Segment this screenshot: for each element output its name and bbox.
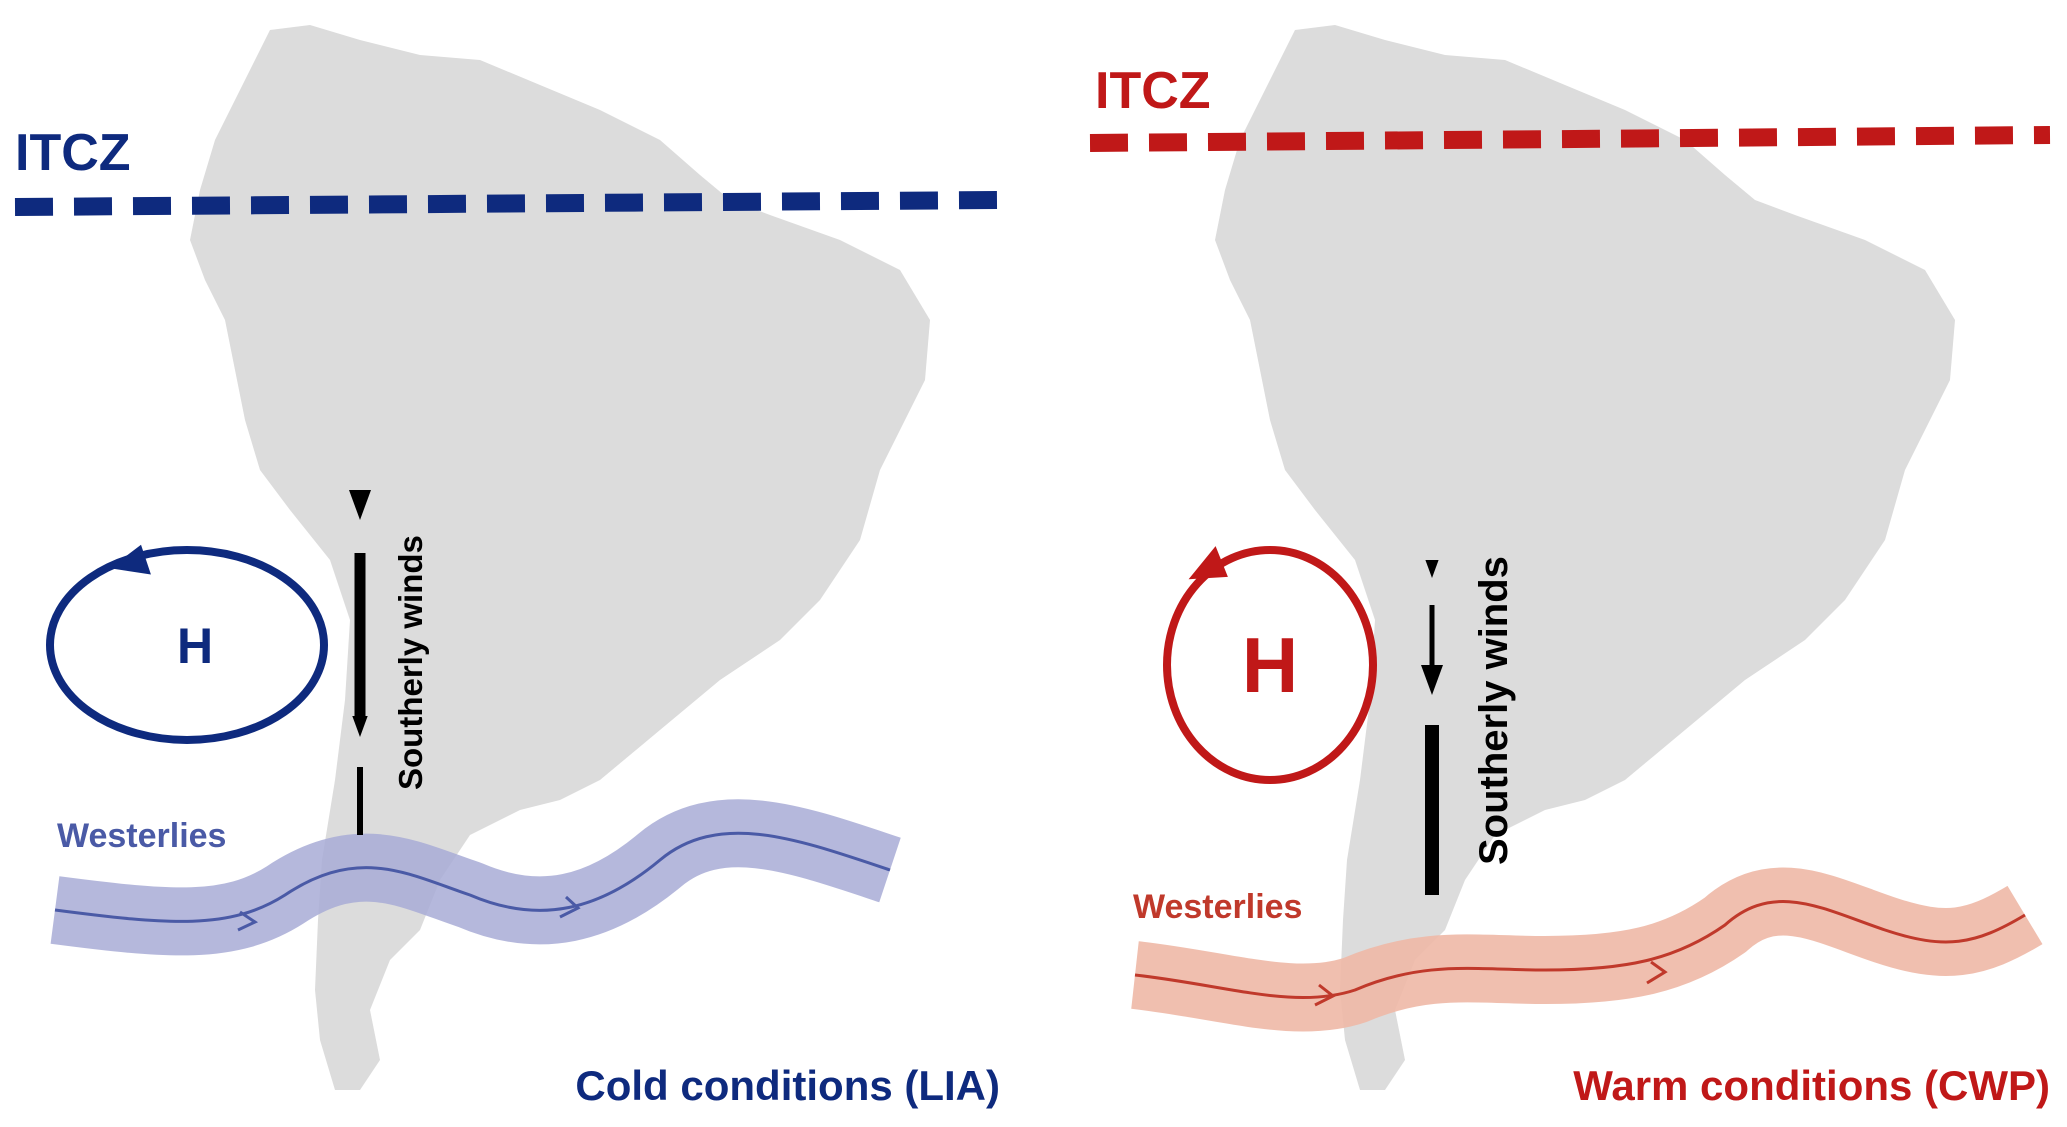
condition-label: Cold conditions (LIA)	[575, 1062, 1000, 1109]
itcz-label: ITCZ	[15, 124, 131, 182]
westerlies-arrowhead	[1314, 983, 1336, 1007]
panel-cold: ITCZ H Westerlies Southerly winds Cold c…	[14, 25, 1001, 1109]
itcz-label: ITCZ	[1095, 62, 1211, 120]
high-pressure-ellipse	[1163, 546, 1377, 784]
winds-label: Southerly winds	[1472, 556, 1516, 865]
westerlies-arrowhead	[237, 910, 259, 932]
high-label: H	[1242, 621, 1298, 709]
westerlies-line	[54, 831, 891, 923]
panel-warm: ITCZ H Westerlies Southerly winds Warm c…	[1089, 25, 2051, 1109]
westerlies-label: Westerlies	[1133, 888, 1302, 926]
itcz-line	[1089, 126, 2051, 152]
itcz-line	[14, 191, 1001, 216]
high-label: H	[177, 618, 213, 674]
westerlies-arrowhead	[1646, 960, 1668, 985]
westerlies-label: Westerlies	[57, 817, 226, 855]
westerlies-line	[1134, 900, 2026, 999]
rotation-arrowhead	[110, 544, 151, 575]
winds-label: Southerly winds	[392, 535, 429, 790]
westerlies-arrowhead	[559, 895, 581, 919]
rotation-arrowhead	[1188, 546, 1228, 580]
condition-label: Warm conditions (CWP)	[1573, 1062, 2050, 1109]
high-pressure-ellipse	[46, 546, 328, 744]
